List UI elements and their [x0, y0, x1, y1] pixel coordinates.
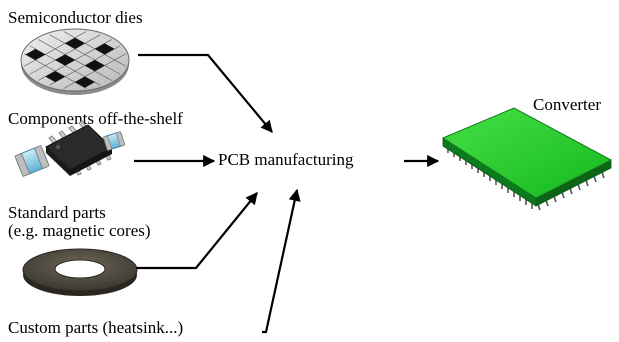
label-custom-parts: Custom parts (heatsink...) [8, 318, 183, 337]
ic-chip-icon [45, 120, 113, 176]
capacitor-left-icon [14, 145, 50, 177]
label-converter: Converter [533, 95, 601, 114]
arrow-standard-parts-to-pcb [136, 192, 258, 270]
arrow-custom-parts-to-pcb [262, 188, 301, 334]
semiconductor-wafer-icon [20, 28, 130, 95]
capacitor-right-icon [102, 131, 126, 151]
arrows [134, 53, 440, 334]
arrow-semiconductor-to-pcb [138, 53, 273, 133]
smd-components-icon [14, 120, 126, 177]
converter-board-icon [441, 107, 613, 211]
label-standard-parts: Standard parts [8, 203, 106, 222]
label-standard-parts-example: (e.g. magnetic cores) [8, 221, 151, 240]
toroidal-core-icon [22, 248, 138, 296]
label-pcb-manufacturing: PCB manufacturing [218, 150, 354, 169]
label-semiconductor-dies: Semiconductor dies [8, 8, 143, 27]
label-components-off-the-shelf: Components off-the-shelf [8, 109, 183, 128]
